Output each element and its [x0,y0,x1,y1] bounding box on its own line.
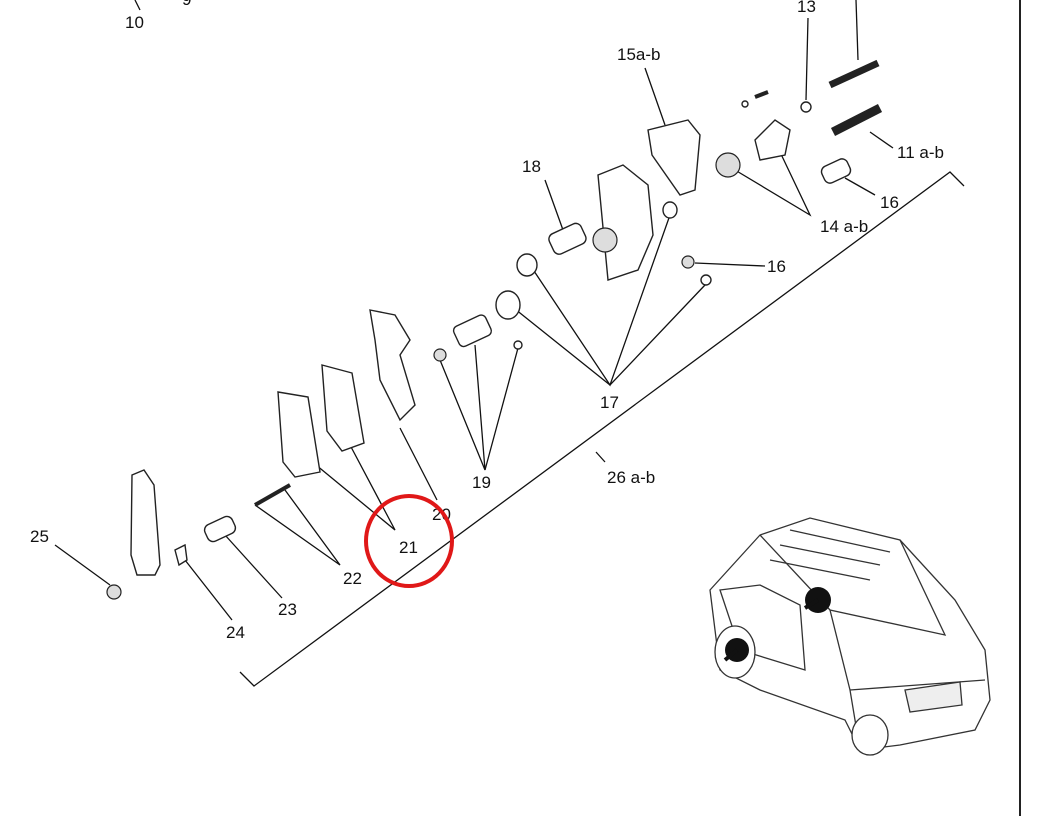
leader-13 [805,17,809,101]
seal-ring-part [495,290,521,320]
leader-23 [224,534,283,599]
leader-19a [439,344,486,471]
label-24: 24 [226,623,245,642]
return-spring-part [715,152,741,178]
leader-18 [544,179,564,231]
brake-pad-inner [321,364,365,452]
label-16a: 16 [880,193,899,212]
caliper-body-part [597,164,654,281]
cap-part [433,348,447,362]
leader-17b [509,284,706,386]
leader-20 [399,427,438,501]
assembly-bracket-line [239,171,965,687]
bleed-screw-part [681,255,695,269]
label-16b: 16 [767,257,786,276]
small-bolt-part [754,90,769,99]
bolt-11-part [830,103,883,137]
piston-sleeve-part [548,222,587,255]
leader-11 [869,131,894,149]
o-ring-part [662,201,678,219]
bushing-part [203,515,237,543]
leader-15 [644,67,666,126]
bracket-tick [595,451,606,463]
clip-part [174,543,188,567]
leader-22 [254,489,341,566]
guide-pin-part [452,314,493,348]
marker-pointer-rear [803,598,820,610]
washer-part [800,101,812,113]
bleed-cap-part [700,274,712,286]
label-13: 13 [797,0,816,16]
long-bolt-part [828,59,880,89]
leader-14 [734,151,812,217]
small-ball-part [513,340,523,350]
label-17: 17 [600,393,619,412]
pin-part [254,483,291,507]
leader-19b [484,347,519,471]
label-19: 19 [472,473,491,492]
label-22: 22 [343,569,362,588]
leader-16a [844,177,876,196]
highlight-circle [364,494,454,588]
small-pin-part [741,100,749,108]
label-26: 26 a-b [607,468,655,487]
label-21: 21 [399,538,418,557]
leader-16b [694,262,766,267]
nut-part [106,584,122,600]
label-15: 15a-b [617,45,660,64]
lever-plate-part [754,119,791,161]
brake-pad-outer [277,391,321,478]
leader-21 [309,444,396,531]
leader-12 [855,0,859,61]
label-18: 18 [522,157,541,176]
piston-bore [592,227,618,253]
leader-24 [184,559,233,621]
vehicle-locator-illustration [709,517,991,756]
label-10: 10 [125,13,144,32]
leader-25 [54,544,111,586]
label-11: 11 a-b [897,143,944,162]
label-25: 25 [30,527,49,546]
label-14: 14 a-b [820,217,868,236]
lever-bracket-part [647,119,701,196]
leader-10 [134,0,141,11]
marker-pointer-front [723,648,739,662]
seal-ring-small [516,253,538,277]
caliper-bracket-part [130,469,161,576]
label-9: 9 [182,0,191,9]
pad-spring-plate [369,309,416,422]
bushing-16-part [820,158,852,184]
label-23: 23 [278,600,297,619]
